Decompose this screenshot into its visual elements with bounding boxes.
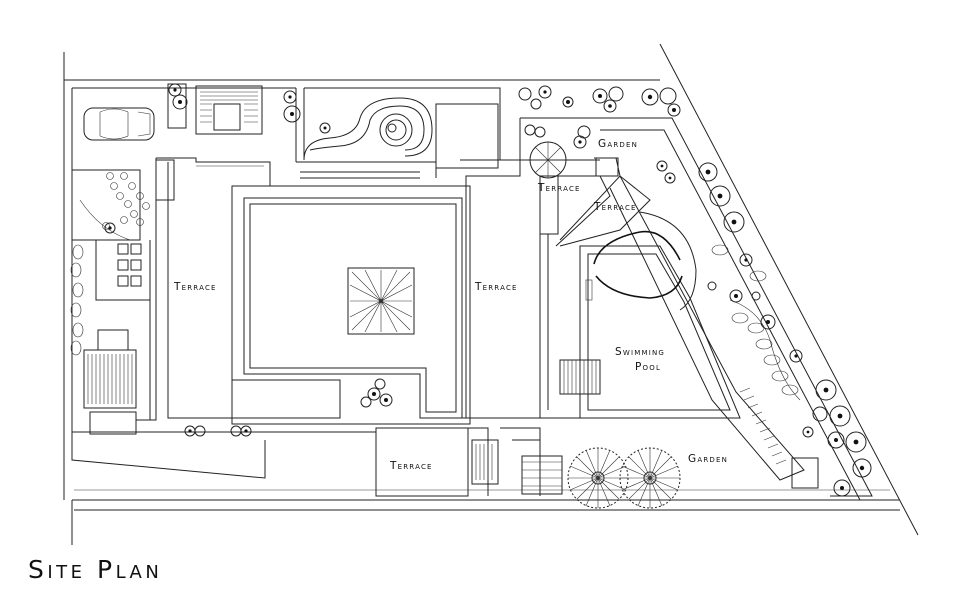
garden-right-strip — [519, 117, 873, 501]
tree-icon — [592, 88, 608, 104]
tree-icon — [283, 105, 301, 123]
drawing-title: Site Plan — [28, 555, 162, 584]
driveway — [71, 431, 376, 479]
tree-icon — [812, 406, 828, 422]
tree-icon — [172, 94, 188, 110]
tree-icon — [524, 124, 546, 138]
spiral-feature — [296, 97, 499, 179]
central-building — [231, 185, 471, 425]
tree-icon — [698, 162, 718, 182]
tree-icon — [608, 86, 624, 102]
tree-icon — [530, 98, 542, 110]
swimming-pool — [559, 211, 741, 419]
gazebo-icon — [529, 141, 567, 179]
tree-icon — [659, 87, 677, 105]
tree-icon — [283, 90, 297, 104]
tree-icon — [815, 379, 837, 401]
tree-icon — [664, 172, 676, 184]
tree-icon — [802, 426, 814, 438]
garden-bottom-label: Garden — [688, 453, 728, 465]
stepping-stones — [70, 240, 151, 356]
tree-icon — [374, 378, 386, 390]
tree-icon — [518, 87, 532, 101]
stair-left — [83, 300, 151, 435]
plants — [104, 83, 872, 497]
tree-icon — [319, 122, 331, 134]
tree-icon — [367, 387, 381, 401]
tree-icon — [562, 96, 574, 108]
site-boundary — [63, 43, 919, 545]
tree-icon — [656, 160, 668, 172]
tree-icon — [729, 289, 743, 303]
pool-label-line2: Pool — [635, 361, 661, 373]
tree-icon — [168, 83, 182, 97]
tree-icon — [739, 253, 753, 267]
terrace-left-label: Terrace — [173, 281, 217, 293]
tree-icon — [829, 405, 851, 427]
tree-icon — [723, 211, 745, 233]
terrace-bottom-label: Terrace — [389, 460, 433, 472]
tree-icon — [603, 99, 617, 113]
tree-icon — [852, 458, 872, 478]
pool-label-line1: Swimming — [615, 346, 665, 358]
pebble-path-left — [72, 169, 150, 241]
tree-icon — [641, 88, 659, 106]
tree-icon — [194, 425, 206, 437]
car-icon — [83, 107, 155, 141]
tree-icon — [360, 396, 372, 408]
terrace-top-label-1: Terrace — [537, 182, 581, 194]
tree-icon — [184, 425, 196, 437]
tree-icon — [230, 425, 242, 437]
diagonal-ramp — [609, 175, 819, 489]
tree-icon — [538, 85, 552, 99]
tree-icon — [845, 431, 867, 453]
tree-icon — [240, 425, 252, 437]
upper-terrace-wedges — [540, 157, 651, 247]
tree-icon — [667, 103, 681, 117]
tree-icon — [833, 479, 851, 497]
tree-icon — [104, 222, 116, 234]
terrace-top-label-2: Terrace — [593, 201, 637, 213]
stair-top-left — [167, 83, 263, 135]
terrace-bottom-area — [375, 427, 563, 497]
terrace-center-label: Terrace — [474, 281, 518, 293]
tree-icon — [577, 125, 591, 139]
palm-tree-icon — [619, 447, 681, 509]
tree-icon — [789, 349, 803, 363]
tree-icon — [379, 393, 393, 407]
palm-tree-icon — [567, 447, 629, 509]
garden-top-label: Garden — [598, 138, 638, 150]
tree-icon — [709, 185, 731, 207]
tree-icon — [707, 281, 761, 301]
tree-icon — [827, 431, 845, 449]
tree-icon — [760, 314, 776, 330]
